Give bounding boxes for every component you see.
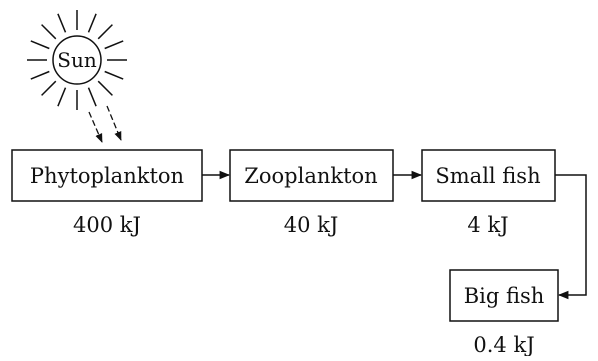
zooplankton-energy: 40 kJ bbox=[284, 213, 339, 237]
sun-ray bbox=[87, 87, 97, 107]
sun-ray bbox=[97, 80, 113, 96]
sun: Sun bbox=[27, 10, 127, 110]
phytoplankton-energy: 400 kJ bbox=[73, 213, 141, 237]
sun-ray bbox=[104, 40, 124, 50]
sun-circle bbox=[52, 35, 102, 85]
node-zooplankton: Zooplankton 40 kJ bbox=[229, 149, 394, 237]
sun-ray bbox=[30, 40, 50, 50]
node-small-fish: Small fish 4 kJ bbox=[421, 149, 556, 237]
big-fish-energy: 0.4 kJ bbox=[473, 333, 534, 356]
sun-ray bbox=[57, 87, 67, 107]
small-fish-energy: 4 kJ bbox=[467, 213, 508, 237]
zooplankton-label: Zooplankton bbox=[244, 164, 377, 188]
sun-ray bbox=[87, 13, 97, 33]
node-big-fish: Big fish 0.4 kJ bbox=[449, 269, 559, 357]
sun-ray bbox=[30, 70, 50, 80]
big-fish-box bbox=[449, 269, 559, 322]
sun-ray bbox=[104, 70, 124, 80]
sun-label: Sun bbox=[57, 48, 97, 72]
arrow-small-fish-to-big-fish bbox=[555, 174, 587, 300]
phytoplankton-box bbox=[11, 149, 203, 202]
node-phytoplankton: Phytoplankton 400 kJ bbox=[11, 149, 203, 237]
phytoplankton-label: Phytoplankton bbox=[30, 164, 184, 188]
sunlight-arrow-1 bbox=[88, 111, 103, 143]
sun-ray bbox=[41, 80, 57, 96]
big-fish-label: Big fish bbox=[464, 284, 545, 308]
small-fish-label: Small fish bbox=[435, 164, 540, 188]
zooplankton-box bbox=[229, 149, 394, 202]
sun-rays bbox=[27, 10, 127, 110]
sun-ray bbox=[57, 13, 67, 33]
sun-ray bbox=[41, 24, 57, 40]
small-fish-box bbox=[421, 149, 556, 202]
sunlight-arrow-2 bbox=[106, 105, 122, 141]
energy-flow-arrows bbox=[202, 170, 587, 300]
sunlight-arrows bbox=[88, 105, 122, 143]
sun-ray bbox=[97, 24, 113, 40]
